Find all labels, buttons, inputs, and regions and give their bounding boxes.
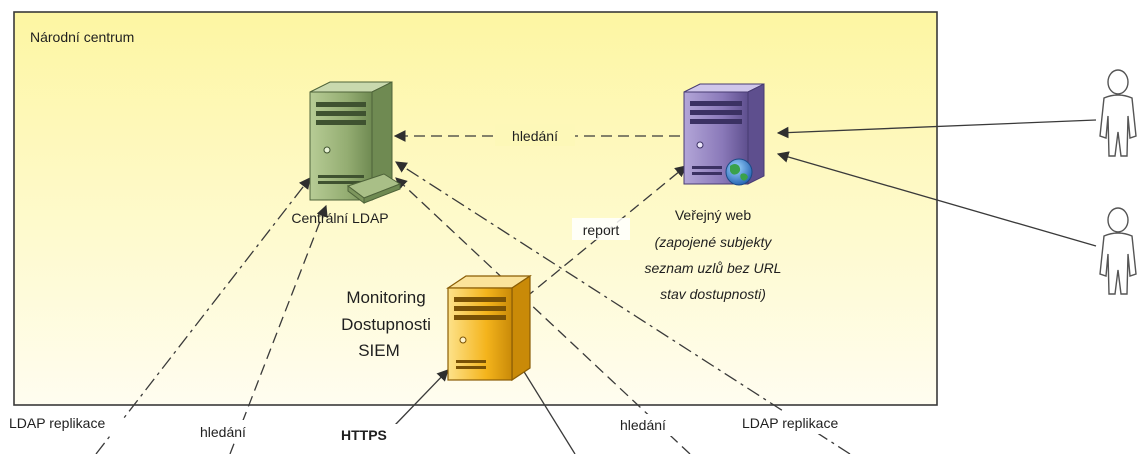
public-web-label: Veřejný web [675,207,751,223]
central-ldap-label: Centrální LDAP [291,210,388,226]
edge-bottom-to-monitoring [517,361,576,454]
server-tower-icon [309,81,393,201]
user-icon [1099,207,1137,295]
globe-icon [725,158,753,186]
monitoring-server: Monitoring Dostupnosti SIEM [341,274,532,382]
edge-label-search-top: hledání [512,128,558,144]
edge-label-search-right: hledání [620,417,666,433]
edge-ldap-replication-left [95,177,311,454]
edge-https-to-monitoring [394,369,449,426]
edge-label-ldap-replication-right: LDAP replikace [742,415,838,431]
bottom-edge-labels: LDAP replikace hledání HTTPS hledání LDA… [6,412,860,446]
edge-label-report: report [583,222,620,238]
server-tower-icon [446,274,532,382]
edge-search-left [229,204,328,454]
public-web-note-line-1: (zapojené subjekty [655,234,773,250]
monitoring-label-line-1: Monitoring [346,288,425,307]
edge-ldap-replication-right [395,161,851,454]
report-label-bg [572,218,630,240]
public-web-server: Veřejný web (zapojené subjekty seznam uz… [645,83,782,302]
monitoring-label-line-2: Dostupnosti [341,315,431,334]
edge-label-ldap-replication-left: LDAP replikace [9,415,105,431]
keyboard-icon [346,173,402,204]
edge-user1-to-web [776,119,1097,139]
monitoring-label-line-3: SIEM [358,341,400,360]
zone-title: Národní centrum [30,29,134,45]
search-top-label-bg [495,124,575,146]
edge-label-https: HTTPS [341,427,387,443]
edge-user2-to-web [776,151,1097,247]
public-web-note-line-2: seznam uzlů bez URL [645,260,782,276]
server-tower-icon [683,83,765,185]
public-web-note-line-3: stav dostupnosti) [660,286,766,302]
central-ldap-server: Centrální LDAP [291,81,402,226]
user-icon [1099,69,1137,157]
edge-label-search-left: hledání [200,424,246,440]
